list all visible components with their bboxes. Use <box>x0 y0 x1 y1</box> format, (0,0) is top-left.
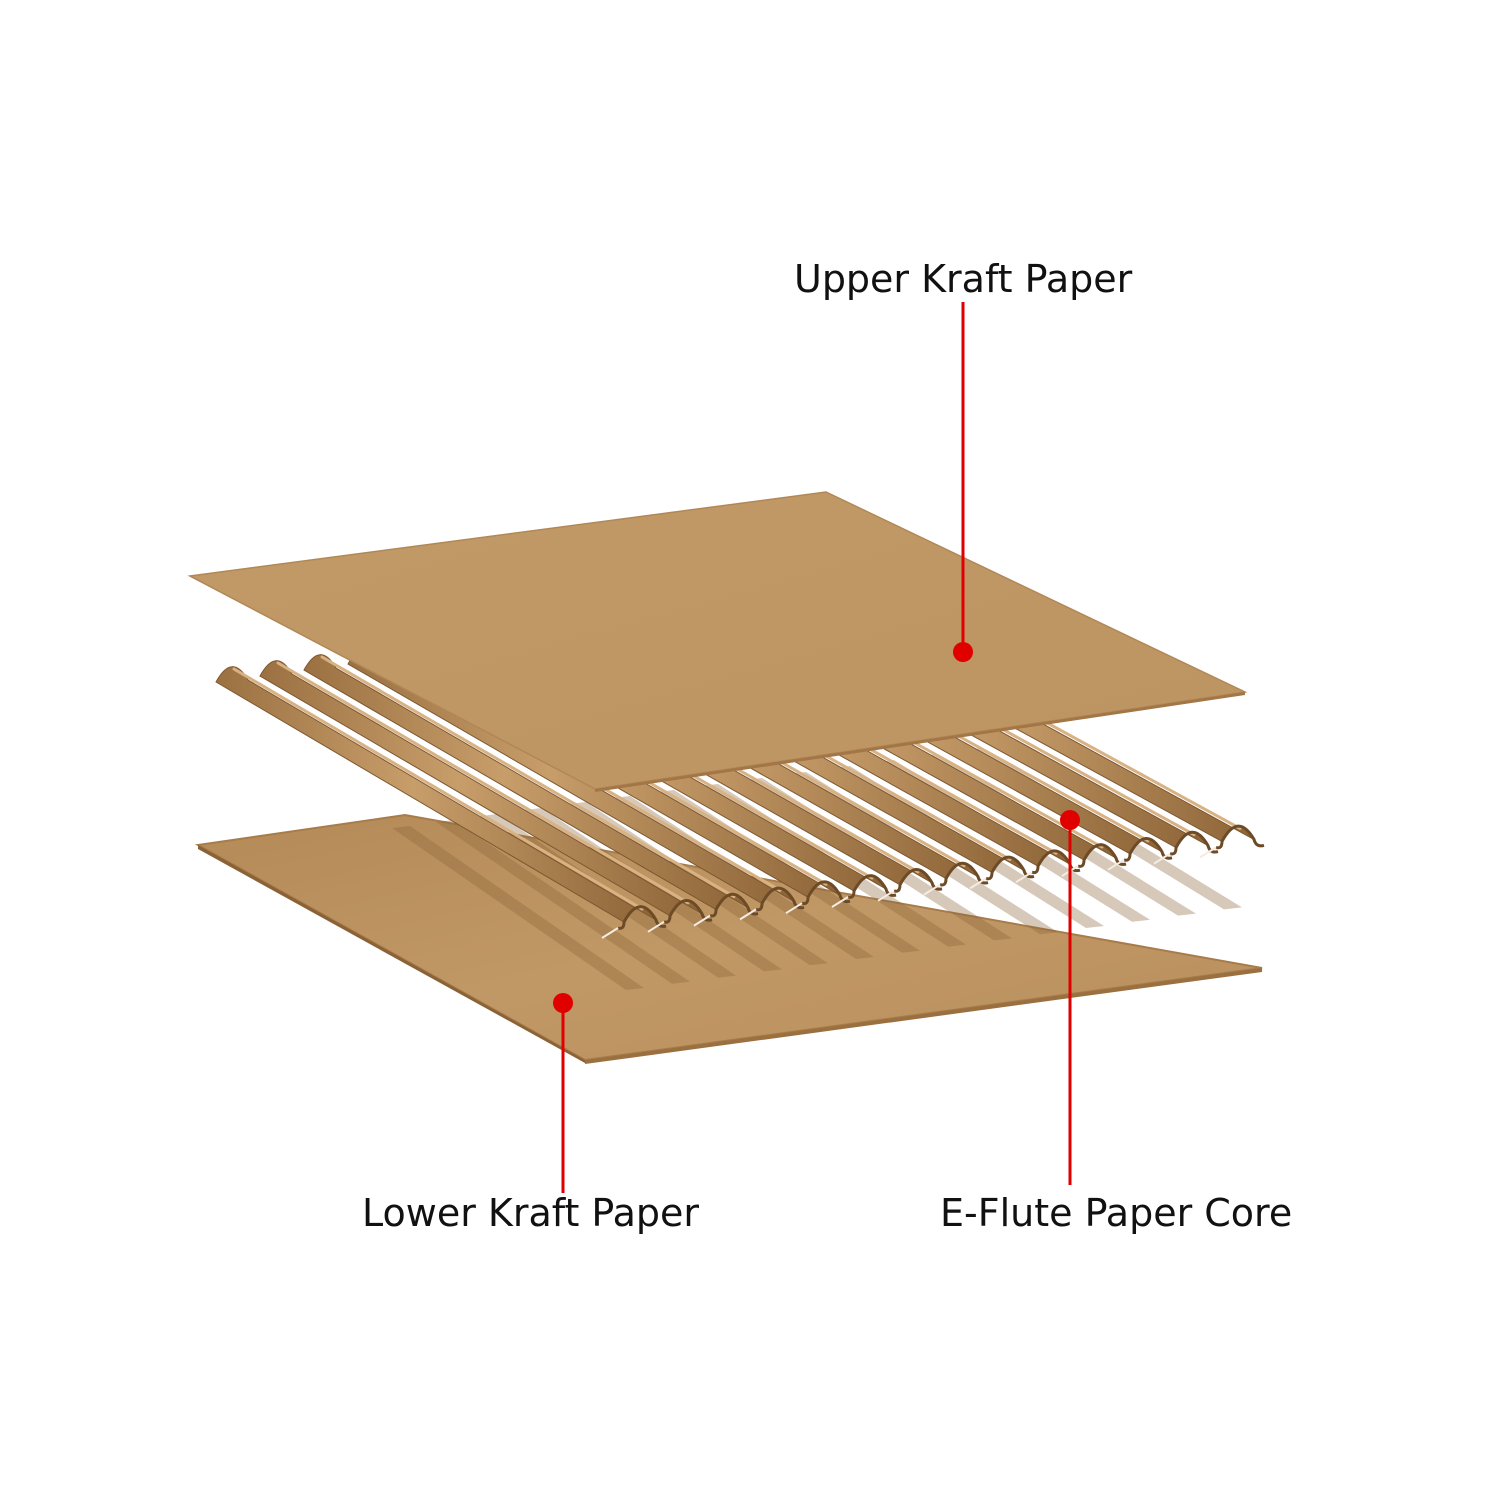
flute-glue-line <box>1153 852 1171 865</box>
flute-glue-line <box>969 877 987 890</box>
flute-highlight <box>276 661 690 905</box>
flute-glue-line <box>831 896 849 908</box>
flute-glue-line <box>693 914 711 927</box>
upper-kraft-sheet <box>187 491 1248 792</box>
flute-highlight <box>320 655 736 899</box>
flute-glue-line <box>647 920 665 933</box>
label-upper-kraft-paper: Upper Kraft Paper <box>794 257 1133 301</box>
callout-lower: Lower Kraft Paper <box>362 993 699 1235</box>
lower-kraft-sheet <box>194 813 1263 1064</box>
callout-upper: Upper Kraft Paper <box>794 257 1133 662</box>
callout-core: E-Flute Paper Core <box>940 810 1292 1235</box>
flute-glue-line <box>1015 871 1033 884</box>
flute-glue-line <box>1107 858 1125 871</box>
flute-shadow-stripe <box>436 820 690 984</box>
flute-shadow-stripe <box>392 826 644 990</box>
flute-glue-line <box>877 889 895 902</box>
flute-glue-line <box>785 902 803 915</box>
flute-glue-line <box>601 927 619 939</box>
flute-highlight <box>232 667 644 911</box>
label-lower-kraft-paper: Lower Kraft Paper <box>362 1191 699 1235</box>
flute-cross-section <box>1215 824 1265 850</box>
label-e-flute-paper-core: E-Flute Paper Core <box>940 1191 1292 1235</box>
flute-glue-line <box>1199 846 1217 859</box>
flute-glue-line <box>739 908 757 921</box>
flute-glue-line <box>923 883 941 896</box>
